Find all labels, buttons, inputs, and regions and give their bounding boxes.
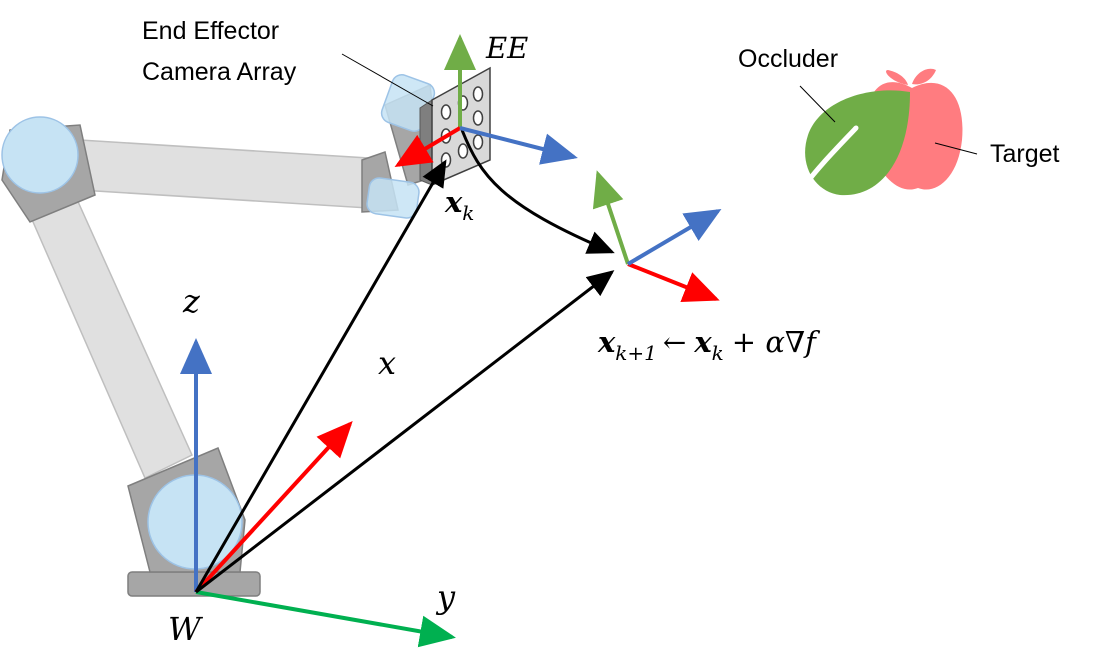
- shoulder-joint-icon: [1, 116, 79, 194]
- world-y-axis: [195, 590, 456, 648]
- update-tail: + α∇f: [732, 325, 821, 359]
- ee-frame-label: EE: [485, 31, 528, 65]
- robot-upper-link: [79, 139, 369, 209]
- robot-lower-link: [29, 194, 193, 480]
- camera-lens-icon: [472, 110, 484, 126]
- x-k-base: x: [444, 185, 463, 219]
- camera-lens-icon: [472, 86, 484, 102]
- end-effector-label: End Effector: [142, 17, 279, 45]
- gradient-step-curve: [460, 129, 615, 254]
- next-z-axis: [592, 170, 630, 265]
- next-x-axis: [627, 262, 720, 303]
- next-y-axis: [626, 208, 722, 266]
- update-x-curr-sub: k: [712, 341, 724, 365]
- y-axis-label: y: [435, 578, 456, 616]
- z-axis-label: z: [182, 282, 201, 320]
- camera-lens-icon: [440, 104, 452, 120]
- x-k-label: xk: [444, 185, 474, 225]
- target-label: Target: [990, 140, 1060, 168]
- update-equation: xk+1←xk+ α∇f: [597, 325, 821, 365]
- camera-lens-icon: [472, 134, 484, 150]
- camera-array-label: Camera Array: [142, 58, 297, 86]
- occluder-leaf-icon: [797, 90, 910, 196]
- camera-lens-icon: [457, 143, 469, 159]
- update-arrow: ←: [663, 326, 686, 359]
- update-x-next: x: [597, 325, 616, 359]
- robot-arm: [1, 66, 491, 597]
- occluder-leader: [799, 85, 836, 123]
- update-x-next-sub: k+1: [615, 341, 657, 365]
- camera-array-side: [419, 99, 433, 186]
- vector-to-ee: [194, 159, 447, 593]
- x-k-sub: k: [462, 201, 474, 225]
- world-x-axis: [194, 421, 353, 594]
- vector-to-next-pose: [195, 270, 615, 594]
- occluder-label: Occluder: [738, 45, 838, 73]
- x-vector-label: x: [378, 344, 396, 382]
- end-effector-leader: [341, 53, 434, 107]
- target-leader: [934, 142, 978, 155]
- update-x-curr: x: [693, 325, 712, 359]
- world-frame-label: W: [168, 610, 204, 648]
- ee-y-axis: [459, 126, 578, 165]
- wrist-lower-joint-icon: [366, 177, 420, 219]
- ee-x-axis: [394, 126, 462, 168]
